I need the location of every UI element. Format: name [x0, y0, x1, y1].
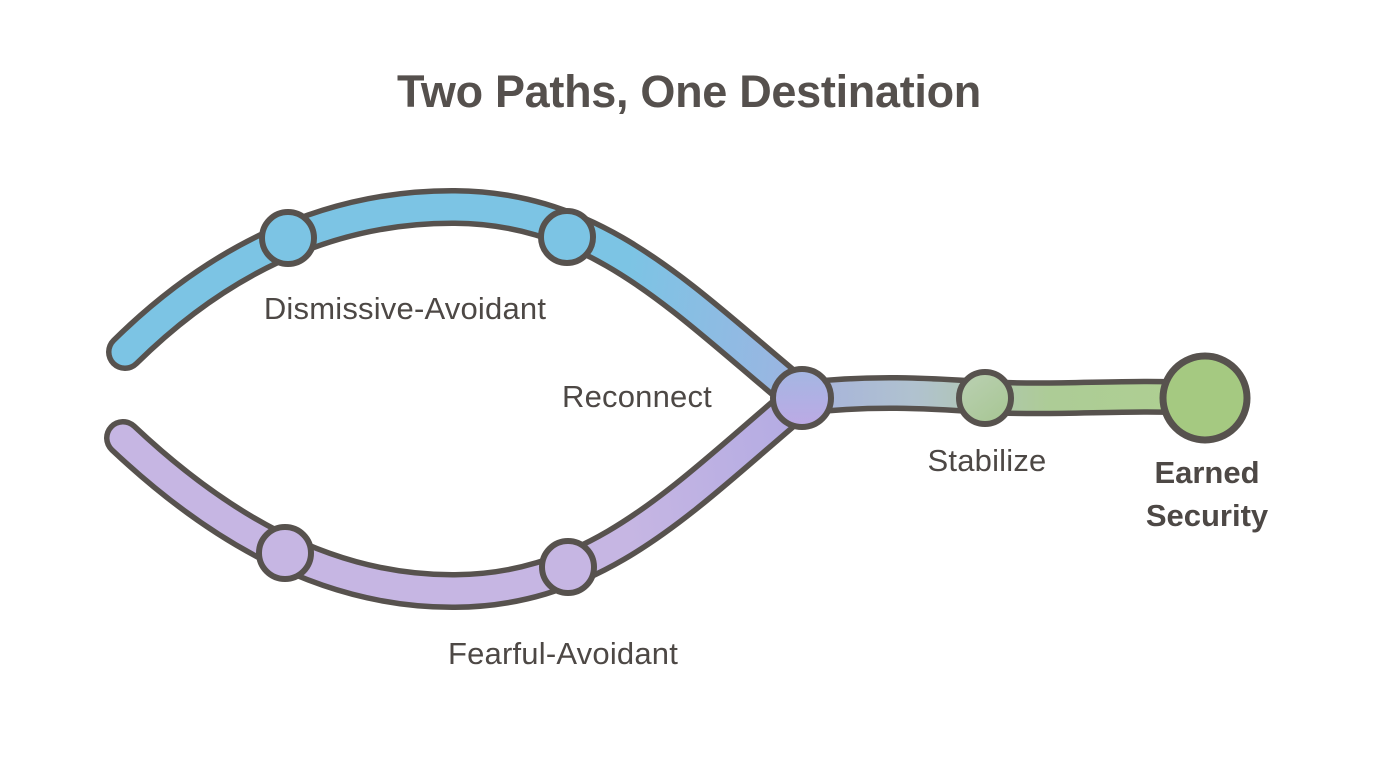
reconnect-label: Reconnect [561, 379, 713, 414]
earned-security-label: Earned Security [1145, 455, 1269, 533]
stabilize-label: Stabilize [927, 443, 1047, 478]
dismissive-avoidant-path [111, 193, 816, 412]
diagram-title: Two Paths, One Destination [397, 66, 981, 117]
dismissive-avoidant-label: Dismissive-Avoidant [263, 291, 547, 326]
earned-security-node [1159, 352, 1251, 444]
reconnect-node [770, 366, 834, 430]
fearful-avoidant-path [109, 384, 816, 605]
fearful-node-1 [256, 524, 314, 582]
fearful-node-2 [539, 538, 597, 596]
fearful-avoidant-label: Fearful-Avoidant [447, 636, 679, 671]
dismissive-node-2 [538, 208, 596, 266]
stabilize-node [956, 369, 1014, 427]
dismissive-node-1 [259, 209, 317, 267]
